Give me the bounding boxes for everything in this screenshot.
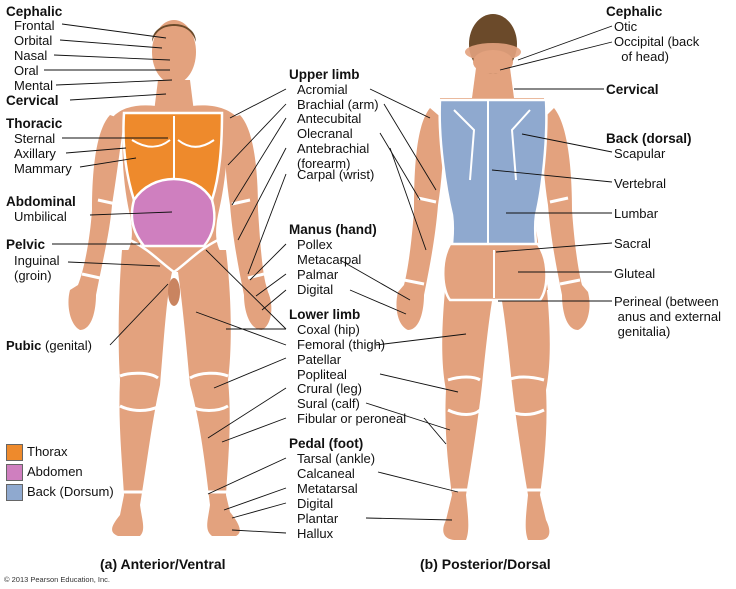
legend-swatch-abdomen <box>6 464 23 481</box>
label-sternal: Sternal <box>14 131 56 146</box>
label-thoracic: Thoracic <box>6 116 63 131</box>
posterior-right-arm <box>542 108 590 330</box>
label-cephalic-anterior: Cephalic <box>6 4 63 19</box>
label-digital-foot: Digital <box>297 496 334 511</box>
label-back: Back (dorsal) <box>606 131 692 146</box>
label-pubic-rest: (genital) <box>45 338 92 353</box>
legend-label-abdomen: Abdomen <box>27 464 83 479</box>
pelvic-outline <box>129 238 219 274</box>
label-cervical-anterior: Cervical <box>6 93 59 108</box>
label-popliteal: Popliteal <box>297 367 347 382</box>
caption-posterior: (b) Posterior/Dorsal <box>420 556 551 572</box>
label-occipital: Occipital (back of head) <box>614 34 700 64</box>
anterior-right-arm <box>224 115 272 330</box>
label-sacral: Sacral <box>614 236 651 251</box>
anterior-genital <box>168 278 180 306</box>
anterior-figure <box>68 20 272 536</box>
label-perineal: Perineal (between anus and external geni… <box>614 294 721 339</box>
label-sural: Sural (calf) <box>297 396 360 411</box>
label-coxal: Coxal (hip) <box>297 322 360 337</box>
label-lumbar: Lumbar <box>614 206 659 221</box>
label-fibular: Fibular or peroneal <box>297 411 407 426</box>
label-pedal: Pedal (foot) <box>289 436 364 451</box>
anterior-neck <box>154 80 194 112</box>
legend-label-thorax: Thorax <box>27 444 68 459</box>
legend-label-back: Back (Dorsum) <box>27 484 114 499</box>
posterior-legs <box>442 280 550 540</box>
label-inguinal: Inguinal (groin) <box>14 253 60 283</box>
caption-anterior: (a) Anterior/Ventral <box>100 556 226 572</box>
label-frontal: Frontal <box>14 18 55 33</box>
label-nasal: Nasal <box>14 48 48 63</box>
anterior-joint-bands <box>81 198 265 494</box>
scapula-lines <box>453 109 531 181</box>
label-metacarpal: Metacarpal <box>297 252 362 267</box>
label-calcaneal: Calcaneal <box>297 466 355 481</box>
label-oral: Oral <box>14 63 39 78</box>
label-pubic-bold: Pubic <box>6 338 42 353</box>
label-pubic: Pubic (genital) <box>6 338 92 353</box>
anterior-left-arm <box>68 115 124 330</box>
label-palmar: Palmar <box>297 267 339 282</box>
label-pollex: Pollex <box>297 237 333 252</box>
label-carpal: Carpal (wrist) <box>297 167 375 182</box>
label-hallux: Hallux <box>297 526 334 541</box>
label-gluteal: Gluteal <box>614 266 656 281</box>
label-metatarsal: Metatarsal <box>297 481 358 496</box>
legend-swatch-thorax <box>6 444 23 461</box>
label-plantar: Plantar <box>297 511 339 526</box>
label-otic: Otic <box>614 19 638 34</box>
posterior-joint-bands <box>403 196 581 492</box>
label-femoral: Femoral (thigh) <box>297 337 386 352</box>
posterior-head-lower <box>473 50 513 74</box>
label-vertebral: Vertebral <box>614 176 667 191</box>
copyright-credit: © 2013 Pearson Education, Inc. <box>4 575 111 584</box>
pectoral-lines <box>131 139 215 148</box>
label-olecranal: Olecranal <box>297 126 353 141</box>
label-mental: Mental <box>14 78 54 93</box>
label-cephalic-posterior: Cephalic <box>606 4 663 19</box>
label-brachial: Brachial (arm) <box>297 97 379 112</box>
label-mammary: Mammary <box>14 161 72 176</box>
label-antecubital: Antecubital <box>297 111 362 126</box>
label-umbilical: Umbilical <box>14 209 67 224</box>
label-tarsal: Tarsal (ankle) <box>297 451 376 466</box>
back-region <box>438 98 548 247</box>
leader-lines <box>44 23 613 534</box>
label-manus: Manus (hand) <box>289 222 377 237</box>
label-acromial: Acromial <box>297 82 348 97</box>
label-upper-limb: Upper limb <box>289 67 360 82</box>
posterior-figure <box>396 14 590 540</box>
label-patellar: Patellar <box>297 352 342 367</box>
label-axillary: Axillary <box>14 146 56 161</box>
label-scapular: Scapular <box>614 146 666 161</box>
anterior-head <box>152 20 196 84</box>
posterior-left-arm <box>396 108 444 330</box>
label-crural: Crural (leg) <box>297 381 363 396</box>
label-abdominal: Abdominal <box>6 194 76 209</box>
label-antebrachial: Antebrachial (forearm) <box>297 141 370 171</box>
abdomen-region <box>130 177 216 248</box>
label-lower-limb: Lower limb <box>289 307 361 322</box>
label-pelvic: Pelvic <box>6 237 46 252</box>
legend-swatch-back <box>6 484 23 501</box>
posterior-neck <box>472 68 514 98</box>
anterior-legs <box>112 250 240 536</box>
label-digital-hand: Digital <box>297 282 334 297</box>
label-orbital: Orbital <box>14 33 53 48</box>
label-cervical-posterior: Cervical <box>606 82 659 97</box>
